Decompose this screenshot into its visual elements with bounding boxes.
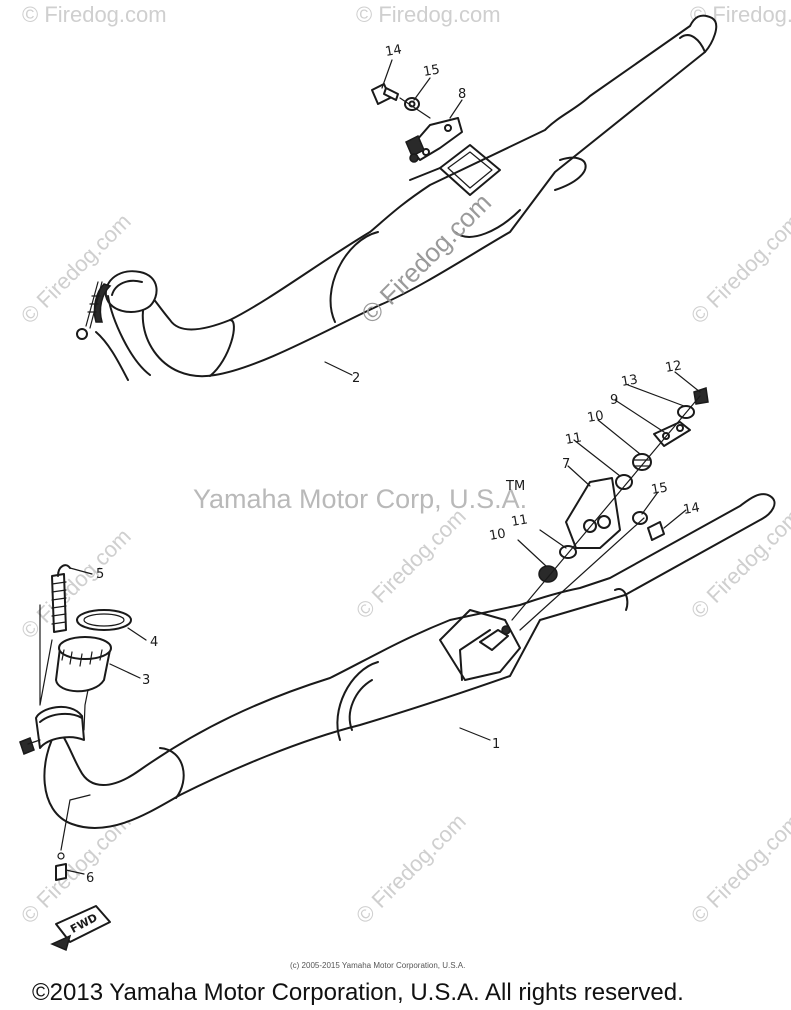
watermark-text: © Firedog.com bbox=[351, 504, 471, 624]
callout-2: 2 bbox=[352, 371, 360, 386]
callout-14-lower: 14 bbox=[682, 500, 701, 518]
callout-12: 12 bbox=[664, 358, 683, 376]
callout-13: 13 bbox=[620, 372, 639, 390]
exhaust-pipe-upper bbox=[76, 14, 718, 381]
bracket-assembly bbox=[511, 387, 709, 631]
inlet-parts bbox=[39, 564, 132, 881]
callout-labels: 14 15 8 2 12 13 9 10 11 7 15 14 11 10 5 … bbox=[86, 42, 701, 886]
callout-6: 6 bbox=[86, 871, 94, 886]
watermark-tm: TM bbox=[505, 479, 525, 494]
forward-arrow-icon: FWD bbox=[50, 905, 111, 952]
watermark-text: © Firedog.com bbox=[16, 809, 136, 929]
leader-lines bbox=[65, 59, 701, 875]
callout-10-upper: 10 bbox=[586, 408, 605, 426]
callout-10-lower: 10 bbox=[488, 526, 507, 544]
callout-5: 5 bbox=[96, 567, 104, 582]
watermark-text: © Firedog.com bbox=[686, 809, 791, 929]
exhaust-pipe-lower bbox=[19, 493, 776, 829]
footer-copyright: ©2013 Yamaha Motor Corporation, U.S.A. A… bbox=[32, 979, 684, 1006]
callout-8: 8 bbox=[458, 87, 466, 102]
callout-4: 4 bbox=[150, 635, 158, 650]
watermark-text: © Firedog.com bbox=[22, 2, 167, 27]
watermark-trademark: Yamaha Motor Corp, U.S.A. bbox=[193, 484, 527, 514]
callout-3: 3 bbox=[142, 673, 150, 688]
callout-15-lower: 15 bbox=[650, 480, 669, 498]
watermark-text: © Firedog.com bbox=[351, 809, 471, 929]
callout-11-upper: 11 bbox=[564, 430, 583, 448]
callout-7: 7 bbox=[562, 457, 570, 472]
watermark-text: © Firedog.com bbox=[356, 2, 501, 27]
small-copyright: (c) 2005-2015 Yamaha Motor Corporation, … bbox=[290, 961, 465, 970]
callout-15-upper: 15 bbox=[422, 62, 441, 80]
callout-1: 1 bbox=[492, 737, 500, 752]
bolt-and-washer-upper bbox=[371, 83, 431, 119]
callout-11-lower: 11 bbox=[510, 512, 529, 530]
watermark-text: © Firedog.com bbox=[686, 209, 791, 329]
callout-14-upper: 14 bbox=[384, 42, 403, 60]
callout-9: 9 bbox=[610, 393, 618, 408]
